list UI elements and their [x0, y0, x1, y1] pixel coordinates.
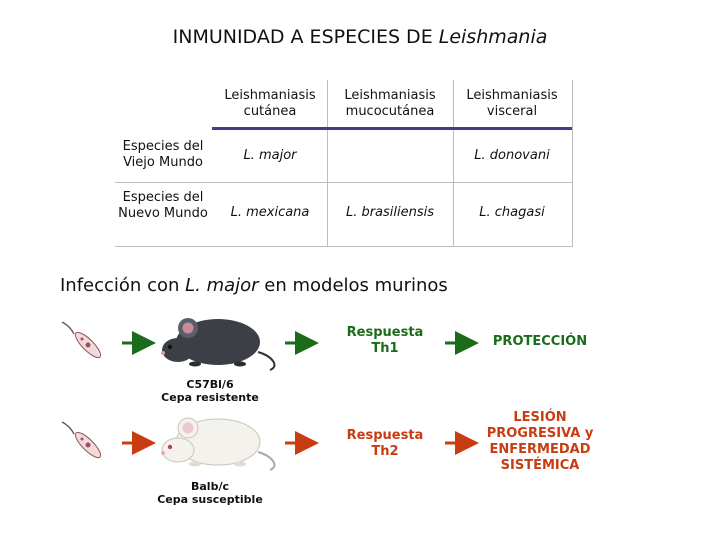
- outcome-proteccion: PROTECCIÓN: [485, 334, 595, 350]
- strain-name: C57Bl/6: [150, 378, 270, 391]
- leishmania-promastigote-icon: [62, 322, 104, 361]
- leishmania-promastigote-icon: [62, 422, 104, 461]
- strain-name: Balb/c: [150, 480, 270, 493]
- response-th1: Respuesta Th1: [340, 325, 430, 357]
- response-th2: Respuesta Th2: [340, 428, 430, 460]
- strain-type: Cepa resistente: [150, 391, 270, 404]
- outcome-lesion-progresiva: LESIÓN PROGRESIVA y ENFERMEDAD SISTÉMICA: [484, 410, 596, 474]
- strain-label-balbc: Balb/c Cepa susceptible: [150, 480, 270, 506]
- strain-type: Cepa susceptible: [150, 493, 270, 506]
- dark-mouse-icon: [161, 318, 274, 370]
- white-mouse-icon: [161, 418, 274, 470]
- strain-label-c57bl6: C57Bl/6 Cepa resistente: [150, 378, 270, 404]
